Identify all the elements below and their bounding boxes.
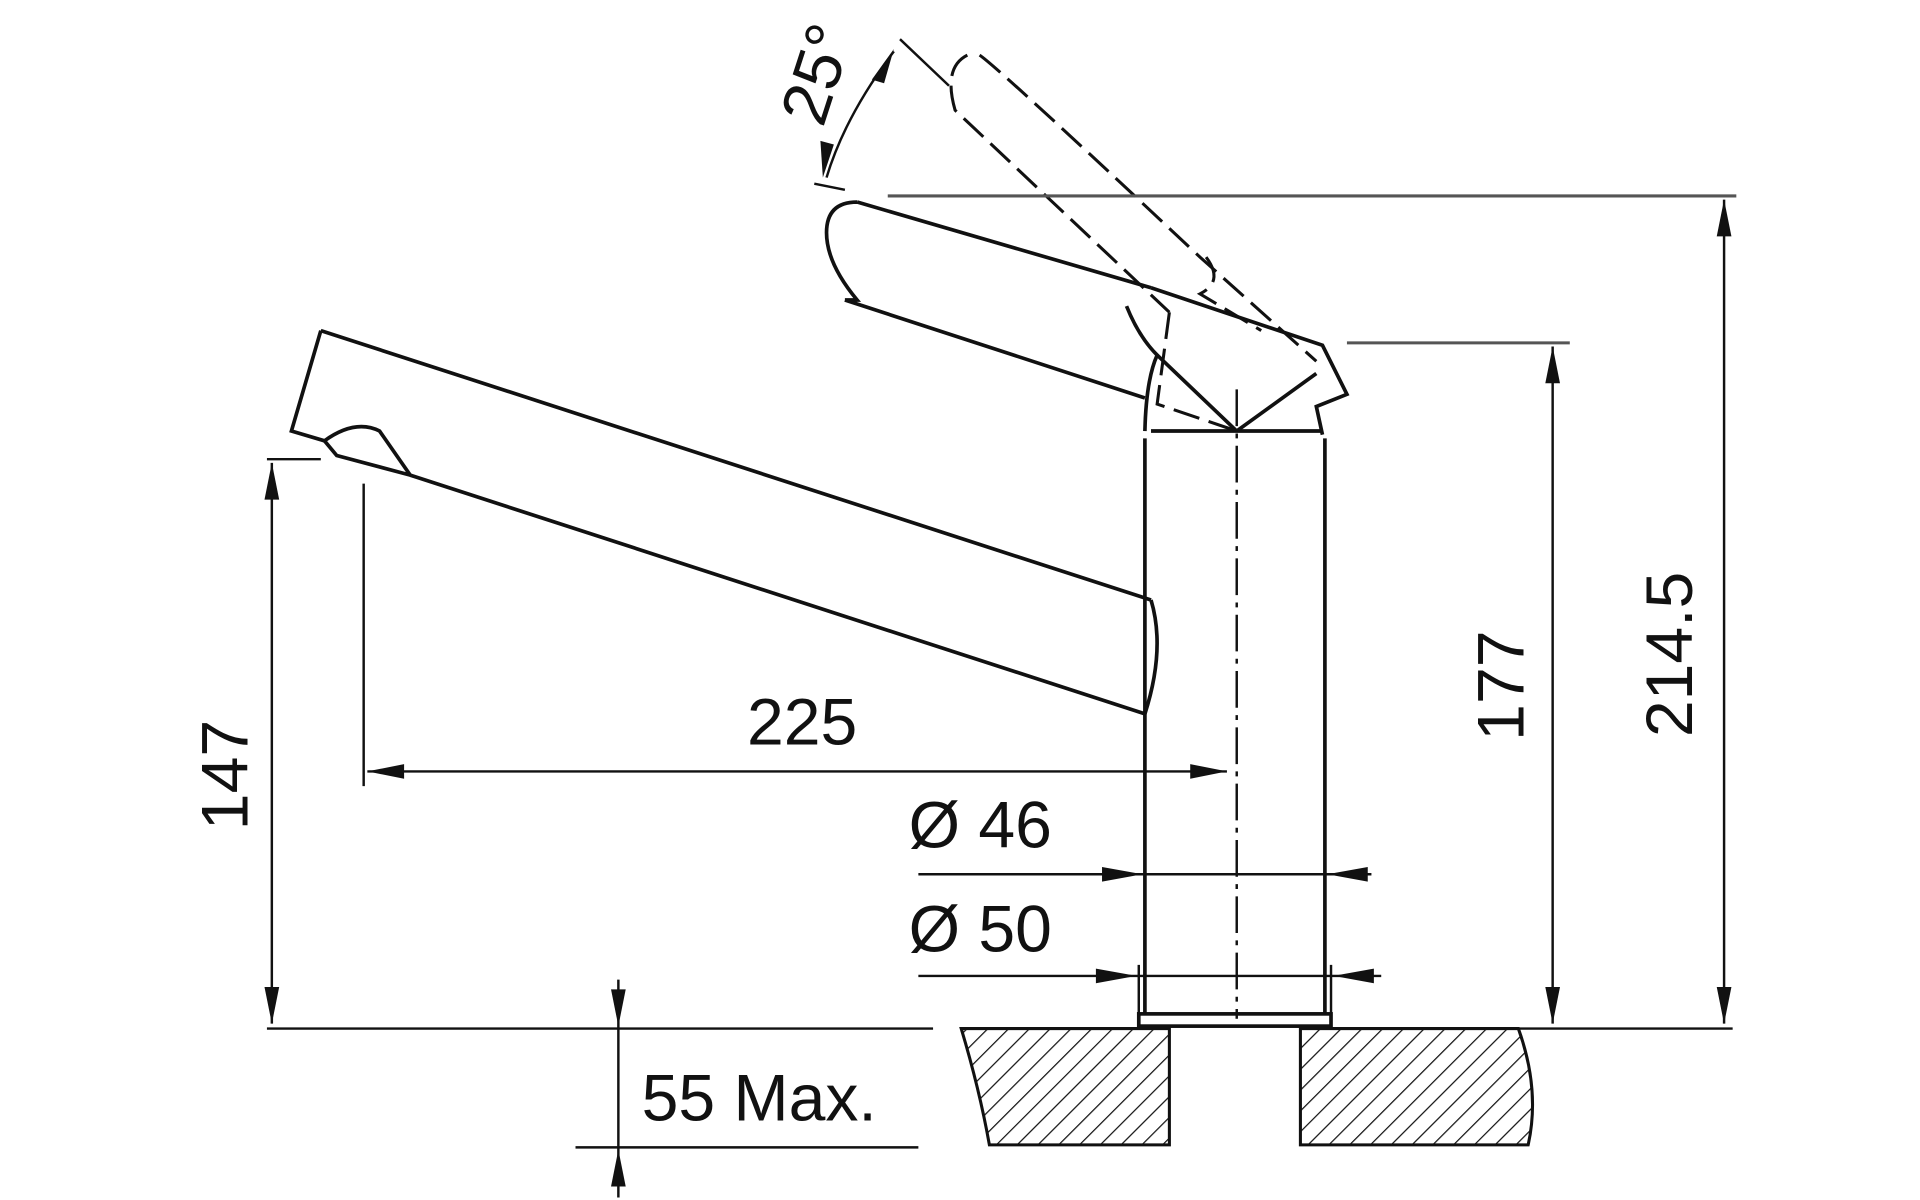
reach-label: 225 — [747, 685, 857, 759]
spout — [289, 328, 1159, 716]
countertop-thickness-label: 55 Max. — [642, 1061, 877, 1135]
total-height-dimension: 214.5 — [887, 194, 1737, 1024]
body-diameter-label: Ø 46 — [909, 788, 1052, 862]
base-diameter-dimension: Ø 50 — [909, 892, 1382, 1014]
lever-handle-raised — [949, 53, 1318, 433]
lever-handle — [824, 200, 1350, 436]
total-height-label: 214.5 — [1633, 572, 1707, 737]
body-height-dimension: 177 — [1346, 341, 1570, 1024]
countertop-thickness-dimension: 55 Max. — [575, 979, 919, 1198]
spout-height-label: 147 — [188, 720, 262, 830]
base-diameter-label: Ø 50 — [909, 892, 1052, 966]
spout-height-dimension: 147 — [188, 457, 321, 1024]
reach-dimension: 225 — [362, 483, 1227, 787]
countertop-section — [959, 1027, 1535, 1147]
faucet-body — [1124, 305, 1333, 1028]
angle-dimension: 25° — [767, 15, 950, 191]
body-diameter-dimension: Ø 46 — [909, 788, 1372, 882]
body-height-label: 177 — [1464, 631, 1538, 741]
